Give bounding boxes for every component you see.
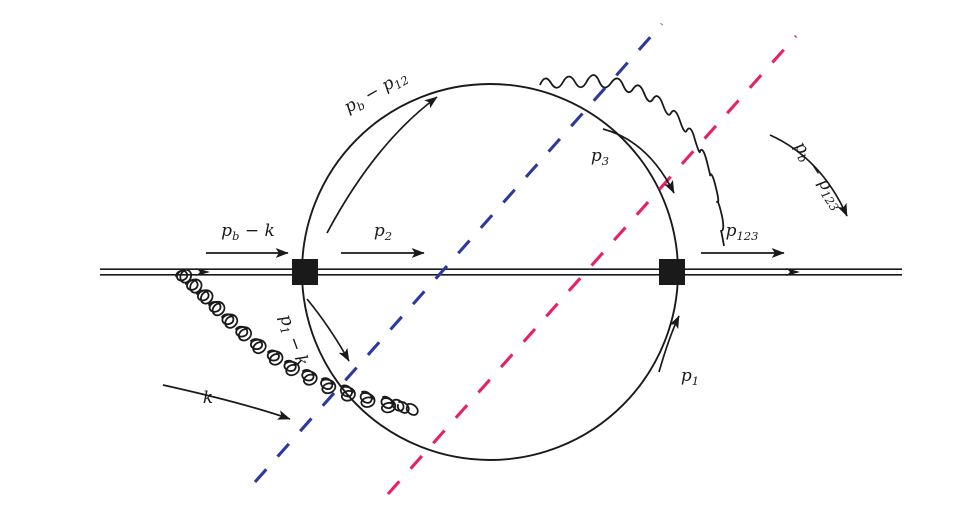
label-p123: p123 — [726, 221, 759, 243]
quark-loop-circle — [301, 83, 679, 461]
label-pb-minus-k: pb − k — [221, 221, 275, 243]
label-p2: p2 — [374, 221, 392, 243]
momentum-labels: pb − k p2 p123 pb − p12 pb − p123 p3 p1 … — [203, 66, 848, 408]
vertex-left — [292, 259, 318, 285]
label-pb-minus-p123: pb − p123 — [788, 138, 848, 214]
momentum-arrow-pb-minus-p123 — [769, 134, 848, 217]
eikonal-arrowhead-left — [196, 268, 210, 276]
vertex-right — [659, 259, 685, 285]
momentum-arrow-p3 — [602, 128, 675, 194]
label-k: k — [203, 388, 213, 408]
gluon-propagator — [175, 268, 419, 416]
label-p1-minus-k: p1 − k — [273, 312, 312, 370]
momentum-arrow-p1 — [658, 315, 680, 373]
label-p3: p3 — [591, 146, 609, 168]
label-pb-minus-p12: pb − p12 — [341, 66, 412, 119]
label-p1: p1 — [681, 366, 699, 388]
momentum-arrow-k — [162, 384, 291, 420]
momentum-arrow-p1-minus-k — [306, 298, 350, 362]
eikonal-arrowhead-right — [786, 268, 800, 276]
cut-line-blue — [253, 22, 664, 484]
cut-line-pink — [386, 34, 798, 496]
photon-propagator — [539, 74, 725, 247]
eikonal-double-line — [100, 268, 902, 276]
momentum-arrow-pb-minus-p12 — [326, 96, 438, 234]
